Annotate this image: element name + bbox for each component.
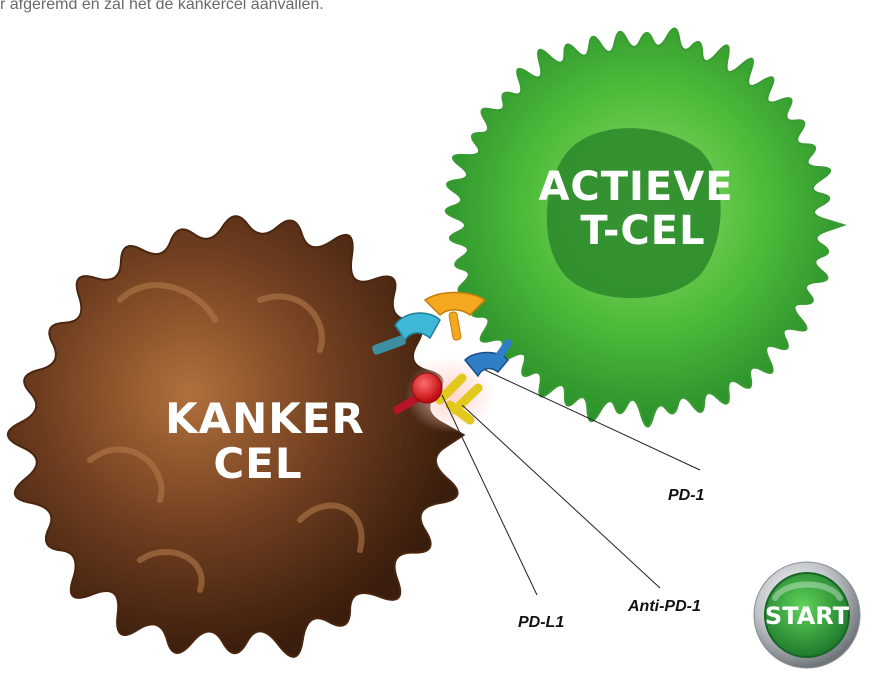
cancer-cell-label-line2: CEL [213,439,302,488]
t-cell: ACTIEVE T-CEL [446,28,844,426]
pdl1-label: PD-L1 [518,614,564,631]
t-cell-label-line1: ACTIEVE [538,164,733,210]
cancer-cell-label-line1: KANKER [165,394,365,443]
pdl1-ligand-icon [412,373,442,403]
start-button[interactable] [754,562,860,668]
anti-pd1-callout-line [462,405,660,588]
cancer-cell: KANKER CEL [8,216,464,657]
pd1-label: PD-1 [668,487,705,504]
t-cell-label-line2: T-CEL [580,208,705,254]
anti-pd1-label: Anti-PD-1 [627,598,701,615]
